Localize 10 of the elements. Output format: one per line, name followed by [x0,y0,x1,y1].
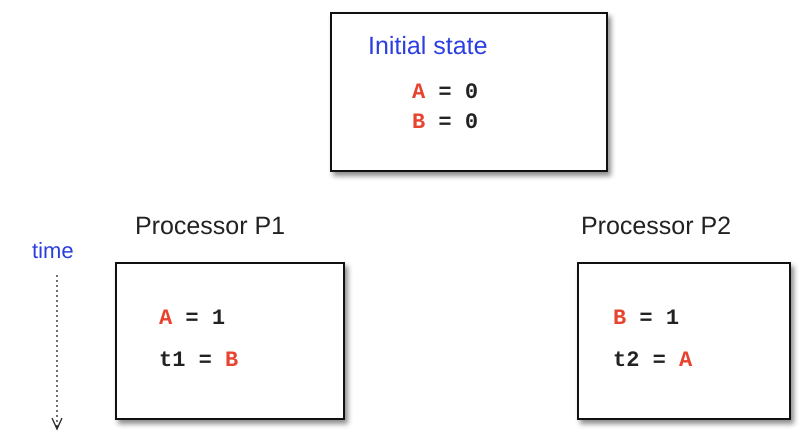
code-statement: t1 = B [159,348,238,373]
code-statement: B = 1 [613,306,680,331]
axis-label: time [32,238,74,264]
code-statement: B = 0 [412,110,478,135]
code-statement: t2 = A [613,348,692,373]
processor-heading: Processor P2 [581,212,732,241]
box-title: Initial state [368,32,488,61]
code-statement: A = 0 [412,80,478,105]
processor-heading: Processor P1 [135,212,286,241]
code-statement: A = 1 [159,306,226,331]
